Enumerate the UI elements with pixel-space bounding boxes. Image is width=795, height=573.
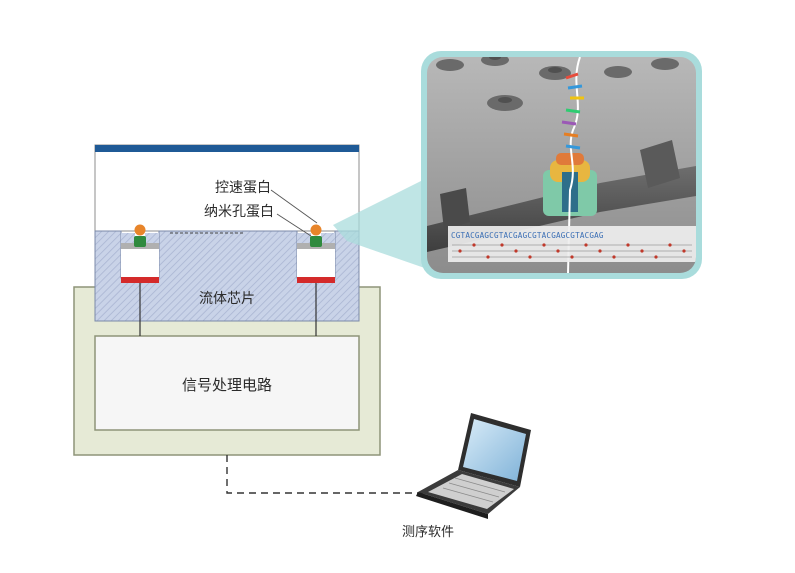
right-well <box>297 224 335 283</box>
motor-protein-right <box>310 224 322 236</box>
data-link-line <box>226 455 428 494</box>
signal-circuit-label: 信号处理电路 <box>182 376 272 394</box>
laptop-icon <box>416 413 531 519</box>
speed-protein-label: 控速蛋白 <box>215 180 271 196</box>
software-label: 测序软件 <box>402 525 454 540</box>
left-well <box>121 224 159 283</box>
dna-strand <box>567 57 581 273</box>
motor-protein-left <box>134 224 146 236</box>
nanopore-left <box>134 236 146 247</box>
top-cover-bar <box>95 145 359 152</box>
signal-dots <box>458 243 686 259</box>
upper-chamber <box>94 144 360 232</box>
nanopore-right <box>310 236 322 247</box>
sequence-text: CGTACGAGCGTACGAGCGTACGAGCGTACGAG <box>451 231 604 240</box>
electrode-right <box>297 277 335 283</box>
inset-zoom-panel: CGTACGAGCGTACGAGCGTACGAGCGTACGAG <box>421 51 702 279</box>
fluid-chip-label: 流体芯片 <box>199 291 255 307</box>
zoom-projection <box>333 178 436 272</box>
electrode-left <box>121 277 159 283</box>
nanopore-protein-label: 纳米孔蛋白 <box>204 204 274 220</box>
signal-circuit-box: 信号处理电路 <box>94 335 360 431</box>
dna-bases <box>561 72 584 150</box>
